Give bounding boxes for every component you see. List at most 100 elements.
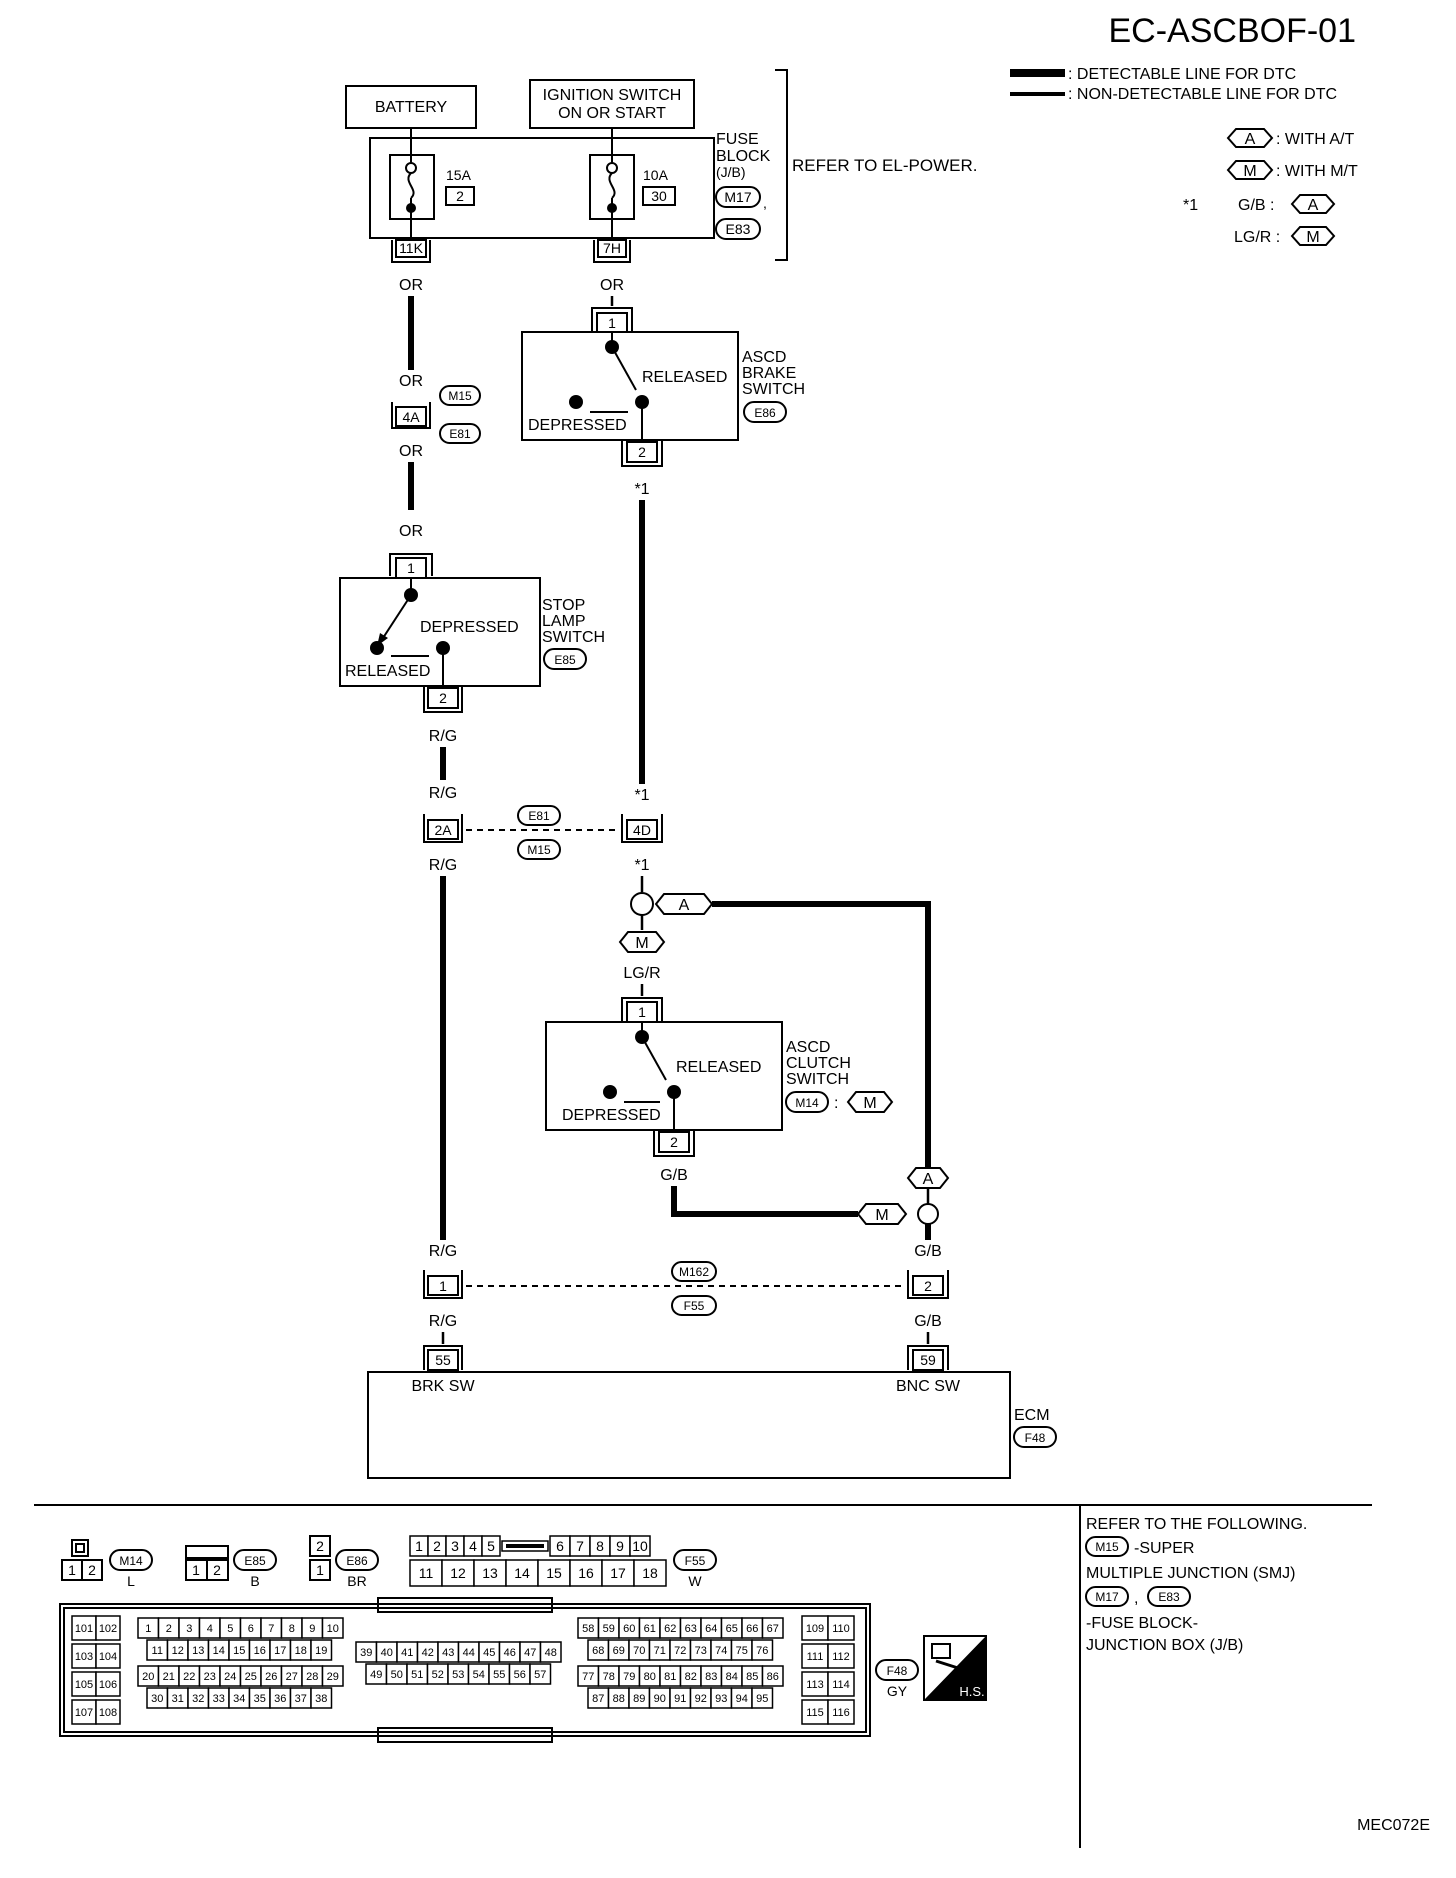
stop-lamp-pin2: 2: [439, 690, 447, 706]
junction-4a: 4A: [391, 402, 431, 429]
legend-mt-tag: M: [1243, 163, 1256, 180]
pin-number: 16: [254, 1645, 266, 1657]
pin-number: 106: [99, 1679, 117, 1691]
fuse-15a: 15A 2: [389, 138, 475, 238]
ecm-pin55: 55: [435, 1352, 451, 1368]
pin-number: 63: [685, 1623, 697, 1635]
fuse-block-label-2: BLOCK: [716, 148, 771, 165]
ascd-brake-switch: 1 RELEASED DEPRESSED 2 ASCD BRAKE SWITCH…: [521, 307, 805, 467]
junction-4d-label: 4D: [633, 822, 651, 838]
variant-a-tag-top-label: A: [679, 897, 690, 914]
junction-m15: [517, 839, 561, 860]
pin-number: 76: [756, 1645, 768, 1657]
conn-7h: 7H: [593, 239, 631, 263]
wire-gb-3: G/B: [914, 1313, 942, 1330]
pin-number: 15: [233, 1645, 245, 1657]
hs-badge: H.S.: [923, 1635, 987, 1701]
ascd-brake-pin1: 1: [608, 315, 616, 331]
legend-mt-label: : WITH M/T: [1276, 163, 1358, 180]
ascd-clutch-pin2: 2: [670, 1134, 678, 1150]
junction-m162-label: M162: [679, 1265, 709, 1279]
connector-m14-color: L: [127, 1573, 135, 1589]
ascd-brake-conn: E86: [754, 406, 776, 420]
variant-a-tag-bottom: [906, 1167, 950, 1189]
svg-text:2: 2: [316, 1538, 324, 1554]
junction-2a-label: 2A: [434, 822, 452, 838]
conn-11k-label: 11K: [399, 240, 424, 256]
fuse-10a: 10A 30: [589, 138, 676, 238]
connector-e85: 1 2 E85 B: [185, 1545, 277, 1589]
legend-star: *1: [1183, 197, 1198, 214]
ascd-clutch-name-1: ASCD: [786, 1039, 830, 1056]
stop-lamp-depressed: DEPRESSED: [420, 619, 519, 636]
wire-rg-5: R/G: [429, 1313, 457, 1330]
pin-number: 102: [99, 1623, 117, 1635]
pin-number: 14: [514, 1565, 530, 1581]
pin-number: 53: [452, 1669, 464, 1681]
junction-4a-e81-label: E81: [449, 427, 471, 441]
junction-f55: [671, 1295, 717, 1316]
pin-number: 13: [482, 1565, 498, 1581]
junction-m162-pin1: 1: [423, 1270, 463, 1299]
pin-number: 111: [807, 1651, 824, 1663]
pin-number: 6: [248, 1623, 254, 1635]
ascd-brake-name-3: SWITCH: [742, 381, 805, 398]
ecm: 55 59 BRK SW BNC SW ECM F48: [367, 1345, 1057, 1479]
legend-at-tag: A: [1245, 131, 1256, 148]
pin-number: 13: [192, 1645, 204, 1657]
junction-4a-m15: [439, 385, 481, 406]
pin-number: 36: [274, 1693, 286, 1705]
pin-number: 35: [254, 1693, 266, 1705]
pin-number: 34: [233, 1693, 245, 1705]
wire-rg-3: R/G: [429, 857, 457, 874]
wire-rg-4: R/G: [429, 1243, 457, 1260]
fuse-block-conn-e83-label: E83: [726, 221, 751, 237]
junction-m162-pin2: 2: [907, 1270, 949, 1299]
legend-non-detectable: : NON-DETECTABLE LINE FOR DTC: [1068, 86, 1337, 103]
ascd-clutch-name-3: SWITCH: [786, 1071, 849, 1088]
pin-number: 27: [286, 1671, 298, 1683]
pin-number: 93: [715, 1693, 727, 1705]
pin-number: 10: [327, 1623, 339, 1635]
ascd-clutch-name-2: CLUTCH: [786, 1055, 851, 1072]
pin-number: 57: [534, 1669, 546, 1681]
pin-number: 88: [613, 1693, 625, 1705]
pin-number: 81: [664, 1671, 676, 1683]
pin-number: 29: [327, 1671, 339, 1683]
pin-number: 23: [204, 1671, 216, 1683]
refer-smj-2: MULTIPLE JUNCTION (SMJ): [1086, 1565, 1295, 1582]
pin-number: 107: [75, 1707, 93, 1719]
refer-jb-comma: ,: [1134, 1590, 1138, 1607]
pin-number: 72: [674, 1645, 686, 1657]
pin-number: 108: [99, 1707, 117, 1719]
pin-number: 110: [832, 1623, 850, 1635]
stop-lamp-switch: 1 DEPRESSED RELEASED 2 STOP LAMP SWITCH …: [339, 553, 605, 713]
at-wire: [712, 901, 931, 1168]
ignition-label-1: IGNITION SWITCH: [543, 87, 682, 104]
junction-4a-e81: [439, 423, 481, 444]
refer-notes: REFER TO THE FOLLOWING. M15 -SUPER MULTI…: [1085, 1516, 1307, 1654]
fuse2-amp: 10A: [643, 167, 669, 183]
pin-number: 46: [504, 1647, 516, 1659]
pin-number: 42: [422, 1647, 434, 1659]
pin-number: 12: [172, 1645, 184, 1657]
pin-number: 15: [546, 1565, 562, 1581]
pin-number: 3: [186, 1623, 192, 1635]
mt-wire: [671, 1186, 858, 1217]
pin-number: 115: [806, 1707, 824, 1719]
legend-at-label: : WITH A/T: [1276, 131, 1354, 148]
pin-number: 56: [514, 1669, 526, 1681]
pin-number: 37: [295, 1693, 307, 1705]
legend-detectable: : DETECTABLE LINE FOR DTC: [1068, 66, 1296, 83]
pin-number: 17: [610, 1565, 626, 1581]
pin-number: 80: [644, 1671, 656, 1683]
refer-jb-2: JUNCTION BOX (J/B): [1086, 1637, 1243, 1654]
ascd-clutch-conn-sep: :: [834, 1095, 838, 1112]
pin-number: 60: [623, 1623, 635, 1635]
pin-number: 14: [213, 1645, 225, 1657]
pin-number: 43: [442, 1647, 454, 1659]
pin-number: 33: [213, 1693, 225, 1705]
pin-number: 18: [295, 1645, 307, 1657]
